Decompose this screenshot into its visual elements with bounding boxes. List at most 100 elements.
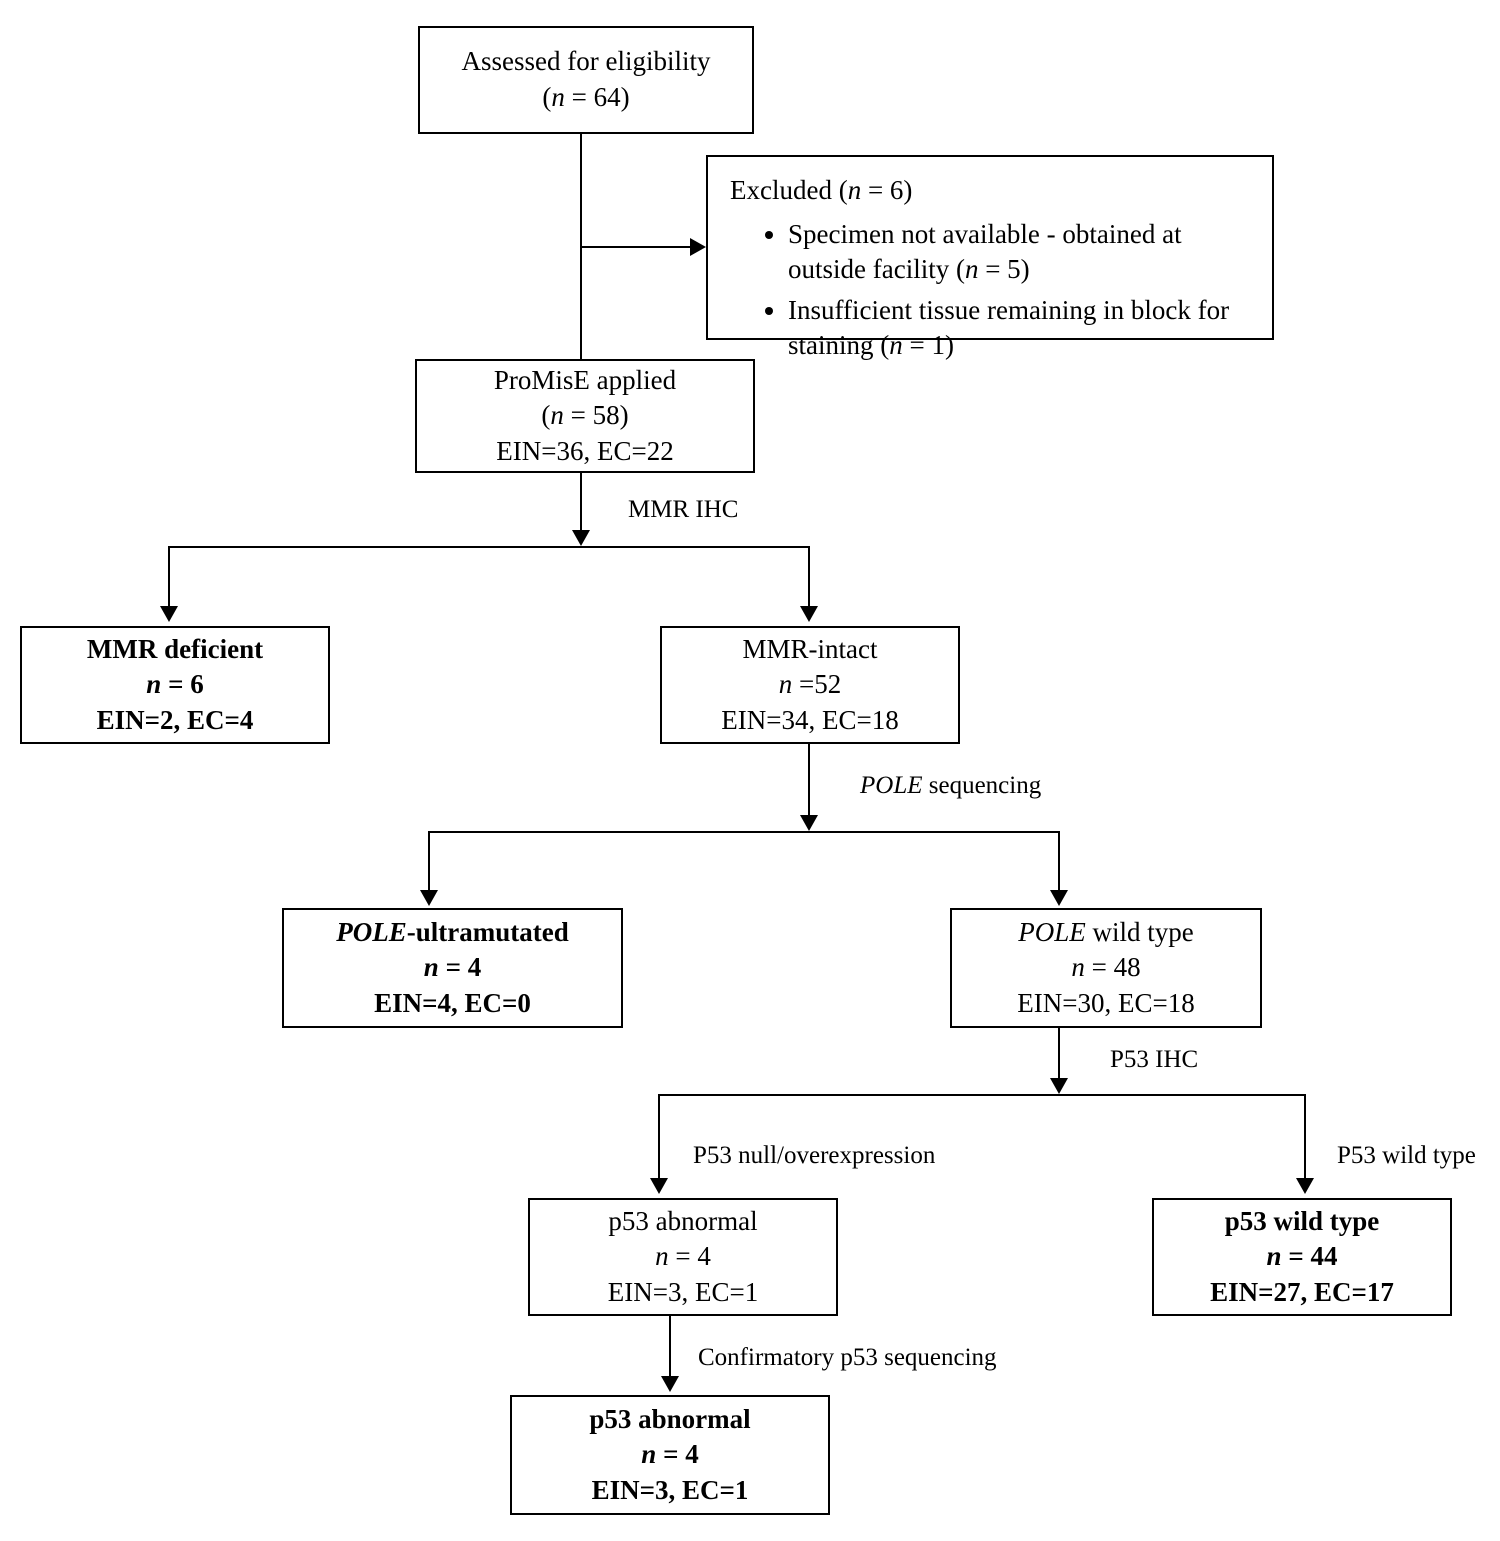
node-assessed-line2: (n = 64): [542, 80, 629, 116]
excluded-reason-list: Specimen not available - obtained at out…: [730, 217, 1254, 369]
node-mmr-intact-line3: EIN=34, EC=18: [721, 704, 899, 735]
node-pole-ultramutated: POLE-ultramutated n = 4 EIN=4, EC=0: [282, 908, 623, 1028]
value-text: = 6): [861, 175, 913, 205]
edge-label-p53-wild-type: P53 wild type: [1337, 1142, 1476, 1169]
node-p53-abnormal-line3: EIN=3, EC=1: [607, 1276, 759, 1307]
value-text: = 4: [668, 1241, 711, 1272]
list-item: Specimen not available - obtained at out…: [788, 217, 1254, 287]
node-mmr-intact-line2: n =52: [779, 667, 841, 703]
connector-pole-wt-to-p53-split: [1058, 1028, 1060, 1080]
node-assessed-for-eligibility: Assessed for eligibility (n = 64): [418, 26, 754, 134]
connector-p53-split-bar: [658, 1094, 1306, 1096]
edge-label-p53-ihc: P53 IHC: [1110, 1046, 1199, 1073]
n-symbol: n: [551, 82, 565, 112]
edge-label-p53-null-overexpression: P53 null/overexpression: [693, 1142, 936, 1169]
connector-p53-split-right: [1304, 1094, 1306, 1180]
connector-mmr-split-bar: [168, 546, 810, 548]
gene-name: POLE: [336, 916, 407, 947]
value-text: = 6: [161, 669, 204, 700]
n-symbol: n: [423, 952, 439, 983]
connector-pole-split-bar: [428, 831, 1060, 833]
node-mmr-intact-line1: MMR-intact: [742, 633, 878, 664]
node-p53-wild-type: p53 wild type n = 44 EIN=27, EC=17: [1152, 1198, 1452, 1316]
gene-name: POLE: [860, 772, 923, 799]
arrowhead-mmr-split: [572, 530, 590, 546]
node-p53-abnormal-line1: p53 abnormal: [608, 1205, 758, 1236]
arrowhead-pole-split: [800, 815, 818, 831]
node-pole-wild-type-line3: EIN=30, EC=18: [1017, 987, 1195, 1018]
node-promise-line1: ProMisE applied: [493, 364, 677, 395]
arrowhead-to-mmr-deficient: [160, 606, 178, 622]
node-p53-wild-type-line1: p53 wild type: [1224, 1205, 1380, 1236]
node-label-rest: wild type: [1085, 916, 1194, 947]
excluded-label: Excluded (: [730, 175, 848, 205]
reason-text: Specimen not available - obtained at out…: [788, 218, 1182, 284]
connector-p53-abnormal-to-confirmed: [669, 1316, 671, 1378]
node-mmr-deficient: MMR deficient n = 6 EIN=2, EC=4: [20, 626, 330, 744]
node-pole-ultramutated-line3: EIN=4, EC=0: [374, 987, 531, 1018]
node-mmr-deficient-line3: EIN=2, EC=4: [96, 704, 254, 735]
n-symbol: n: [889, 329, 903, 360]
node-p53-abnormal-confirmed-line1: p53 abnormal: [589, 1403, 751, 1434]
connector-mmr-split-right: [808, 546, 810, 608]
value-text: = 1): [902, 329, 954, 360]
arrowhead-to-excluded: [690, 238, 706, 256]
value-text: = 5): [978, 253, 1030, 284]
node-pole-ultramutated-line2: n = 4: [424, 950, 481, 986]
n-symbol: n: [1071, 952, 1085, 983]
node-pole-wild-type: POLE wild type n = 48 EIN=30, EC=18: [950, 908, 1262, 1028]
list-item: Insufficient tissue remaining in block f…: [788, 293, 1254, 363]
n-symbol: n: [1266, 1241, 1282, 1272]
node-p53-abnormal-confirmed-line2: n = 4: [641, 1437, 698, 1473]
arrowhead-p53-split: [1050, 1078, 1068, 1094]
value-text: = 64): [564, 82, 630, 112]
node-excluded-heading: Excluded (n = 6): [730, 173, 912, 209]
connector-pole-split-right: [1058, 831, 1060, 893]
connector-pole-split-left: [428, 831, 430, 893]
n-symbol: n: [778, 669, 793, 700]
paren-open: (: [542, 82, 552, 112]
reason-text: Insufficient tissue remaining in block f…: [788, 294, 1230, 360]
node-promise-line3: EIN=36, EC=22: [496, 435, 674, 466]
edge-label-pole-sequencing: POLE sequencing: [860, 773, 1041, 798]
node-pole-ultramutated-line1: POLE-ultramutated: [336, 915, 568, 951]
node-mmr-intact: MMR-intact n =52 EIN=34, EC=18: [660, 626, 960, 744]
connector-mmr-split-left: [168, 546, 170, 608]
n-symbol: n: [655, 1241, 669, 1272]
n-symbol: n: [641, 1439, 657, 1470]
n-symbol: n: [847, 175, 862, 205]
value-text: = 4: [656, 1439, 699, 1470]
connector-promise-to-mmr-split: [580, 473, 582, 533]
node-pole-wild-type-line1: POLE wild type: [1018, 915, 1194, 951]
arrowhead-to-p53-wild-type: [1296, 1178, 1314, 1194]
gene-name: POLE: [1018, 916, 1086, 947]
connector-p53-split-left: [658, 1094, 660, 1180]
node-p53-wild-type-line2: n = 44: [1267, 1239, 1338, 1275]
node-promise-line2: (n = 58): [541, 398, 628, 434]
node-mmr-deficient-line2: n = 6: [146, 667, 203, 703]
node-promise-applied: ProMisE applied (n = 58) EIN=36, EC=22: [415, 359, 755, 473]
node-p53-abnormal: p53 abnormal n = 4 EIN=3, EC=1: [528, 1198, 838, 1316]
node-mmr-deficient-line1: MMR deficient: [86, 633, 264, 664]
node-p53-wild-type-line3: EIN=27, EC=17: [1210, 1276, 1394, 1307]
node-p53-abnormal-confirmed: p53 abnormal n = 4 EIN=3, EC=1: [510, 1395, 830, 1515]
paren-open: (: [541, 400, 551, 431]
value-text: = 44: [1281, 1241, 1338, 1272]
node-p53-abnormal-line2: n = 4: [655, 1239, 711, 1275]
connector-mmr-intact-to-pole-split: [808, 744, 810, 816]
value-text: = 58): [563, 400, 629, 431]
node-label-rest: -ultramutated: [406, 916, 569, 947]
node-pole-wild-type-line2: n = 48: [1071, 950, 1140, 986]
arrowhead-to-pole-wild-type: [1050, 890, 1068, 906]
node-excluded: Excluded (n = 6) Specimen not available …: [706, 155, 1274, 360]
arrowhead-to-p53-abnormal-confirmed: [661, 1376, 679, 1392]
arrowhead-to-pole-ultramutated: [420, 890, 438, 906]
n-symbol: n: [146, 669, 162, 700]
n-symbol: n: [550, 400, 564, 431]
value-text: = 48: [1084, 952, 1141, 983]
arrowhead-to-p53-abnormal: [650, 1178, 668, 1194]
connector-trunk-to-excluded: [580, 246, 692, 248]
arrowhead-to-mmr-intact: [800, 606, 818, 622]
n-symbol: n: [964, 253, 979, 284]
